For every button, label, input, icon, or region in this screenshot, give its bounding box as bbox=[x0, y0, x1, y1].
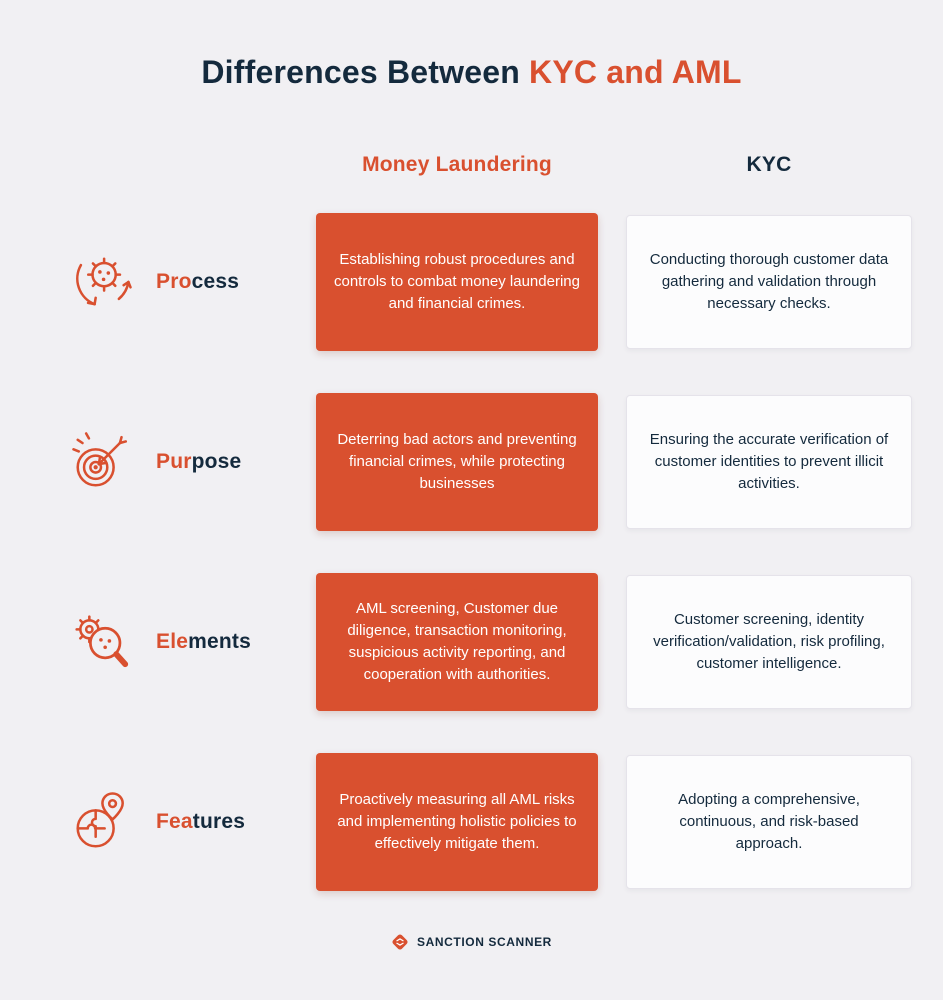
brand-name: SANCTION SCANNER bbox=[417, 935, 552, 949]
features-kyc-text: Adopting a comprehensive, continuous, an… bbox=[678, 791, 860, 852]
row-purpose-label: Purpose bbox=[156, 450, 241, 474]
row-features-head: Features bbox=[32, 784, 288, 860]
row-process-label-rest: cess bbox=[191, 270, 240, 293]
process-aml-text: Establishing robust procedures and contr… bbox=[334, 251, 580, 312]
process-kyc-text: Conducting thorough customer data gather… bbox=[649, 251, 889, 312]
row-process-label: Process bbox=[156, 270, 239, 294]
elements-aml-card: AML screening, Customer due diligence, t… bbox=[316, 573, 598, 711]
elements-magnifier-gear-icon bbox=[75, 615, 129, 668]
row-elements-label: Elements bbox=[156, 630, 251, 654]
row-elements-label-rest: ments bbox=[188, 630, 251, 653]
comparison-rows: Process Establishing robust procedures a… bbox=[0, 213, 943, 891]
purpose-kyc-text: Ensuring the accurate verification of cu… bbox=[649, 431, 889, 492]
features-kyc-card: Adopting a comprehensive, continuous, an… bbox=[626, 755, 912, 889]
sanction-scanner-logo-icon bbox=[392, 934, 408, 950]
process-kyc-card: Conducting thorough customer data gather… bbox=[626, 215, 912, 349]
elements-kyc-text: Customer screening, identity verificatio… bbox=[653, 611, 885, 672]
row-features-label-rest: tures bbox=[192, 810, 246, 833]
purpose-aml-text: Deterring bad actors and preventing fina… bbox=[337, 431, 577, 492]
elements-kyc-card: Customer screening, identity verificatio… bbox=[626, 575, 912, 709]
page-title-highlight: KYC and AML bbox=[529, 54, 742, 90]
footer-brand: SANCTION SCANNER bbox=[0, 933, 943, 951]
page-title-prefix: Differences Between bbox=[201, 54, 530, 90]
column-header-kyc: KYC bbox=[746, 153, 792, 176]
features-puzzle-globe-pin-icon bbox=[76, 792, 124, 848]
row-process-label-accent: Pro bbox=[156, 270, 192, 293]
row-purpose-head: Purpose bbox=[32, 424, 288, 500]
row-process: Process Establishing robust procedures a… bbox=[32, 213, 943, 351]
column-headers: Money Laundering KYC bbox=[32, 153, 943, 177]
column-header-money-laundering: Money Laundering bbox=[362, 153, 552, 176]
row-elements-label-accent: Ele bbox=[156, 630, 189, 653]
features-aml-card: Proactively measuring all AML risks and … bbox=[316, 753, 598, 891]
process-gear-arrows-icon bbox=[76, 257, 132, 306]
row-features-label: Features bbox=[156, 810, 245, 834]
elements-aml-text: AML screening, Customer due diligence, t… bbox=[347, 600, 567, 683]
row-elements-head: Elements bbox=[32, 604, 288, 680]
row-features: Features Proactively measuring all AML r… bbox=[32, 753, 943, 891]
process-aml-card: Establishing robust procedures and contr… bbox=[316, 213, 598, 351]
row-elements: Elements AML screening, Customer due dil… bbox=[32, 573, 943, 711]
row-process-head: Process bbox=[32, 244, 288, 320]
page-title: Differences Between KYC and AML bbox=[0, 0, 943, 91]
row-features-label-accent: Fea bbox=[156, 810, 193, 833]
purpose-target-dart-icon bbox=[72, 432, 128, 487]
purpose-aml-card: Deterring bad actors and preventing fina… bbox=[316, 393, 598, 531]
purpose-kyc-card: Ensuring the accurate verification of cu… bbox=[626, 395, 912, 529]
features-aml-text: Proactively measuring all AML risks and … bbox=[337, 791, 577, 852]
row-purpose-label-accent: Pur bbox=[156, 450, 192, 473]
row-purpose: Purpose Deterring bad actors and prevent… bbox=[32, 393, 943, 531]
row-purpose-label-rest: pose bbox=[191, 450, 242, 473]
